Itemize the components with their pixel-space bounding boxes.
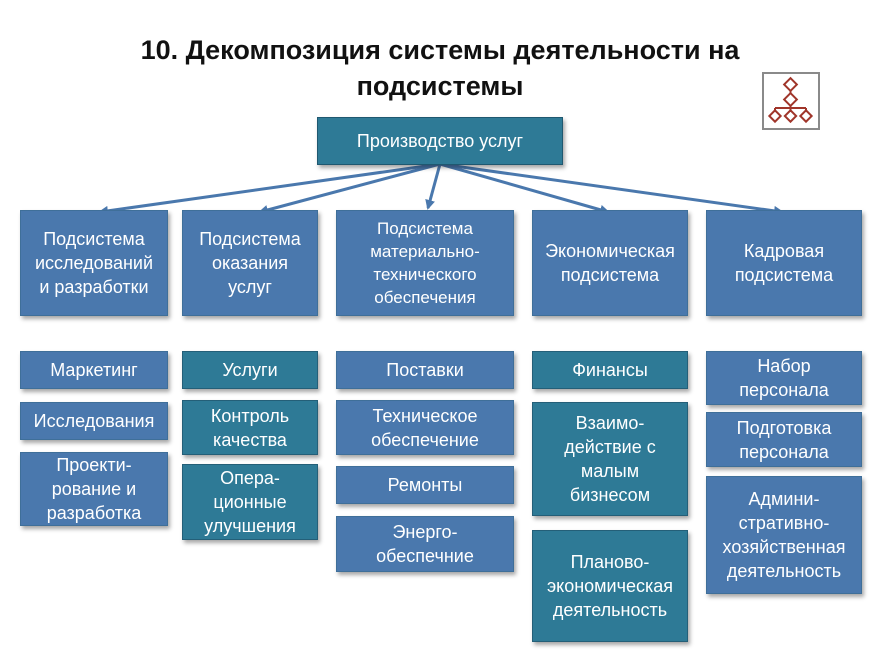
activity-box: Маркетинг — [20, 351, 168, 389]
activity-box: Планово- экономическая деятельность — [532, 530, 688, 642]
activity-box: Услуги — [182, 351, 318, 389]
activity-label: Взаимо- действие с малым бизнесом — [564, 413, 656, 505]
activity-box: Техническое обеспечение — [336, 400, 514, 455]
activity-box: Ремонты — [336, 466, 514, 504]
activity-label: Маркетинг — [50, 360, 138, 380]
activity-box: Набор персонала — [706, 351, 862, 405]
subsystem-box: Экономическая подсистема — [532, 210, 688, 316]
subsystem-label: Экономическая подсистема — [545, 241, 675, 285]
subsystem-box: Подсистема исследований и разработки — [20, 210, 168, 316]
title-line-1: 10. Декомпозиция системы деятельности на — [140, 35, 740, 65]
activity-label: Исследования — [33, 411, 155, 431]
activity-label: Опера- ционные улучшения — [204, 468, 296, 536]
activity-box: Опера- ционные улучшения — [182, 464, 318, 540]
activity-label: Поставки — [386, 360, 464, 380]
title-line-2: подсистемы — [356, 71, 524, 101]
activity-box: Поставки — [336, 351, 514, 389]
subsystem-label: Подсистема исследований и разработки — [34, 229, 154, 297]
activity-box: Проекти- рование и разработка — [20, 452, 168, 526]
arrow-to-subsystem-5 — [439, 162, 784, 216]
root-node-label: Производство услуг — [356, 131, 524, 151]
activity-label: Техническое обеспечение — [371, 405, 479, 450]
activity-label: Админи- стративно- хозяйственная деятель… — [722, 489, 846, 581]
activity-box: Подготовка персонала — [706, 412, 862, 467]
subsystem-box: Кадровая подсистема — [706, 210, 862, 316]
arrow-to-subsystem-3 — [425, 163, 442, 210]
activity-label: Подготовка персонала — [736, 417, 832, 462]
subsystem-label: Подсистема материально- технического обе… — [370, 219, 480, 307]
hierarchy-logo-icon — [762, 72, 820, 130]
page-title: 10. Декомпозиция системы деятельности на… — [60, 32, 820, 104]
activity-box: Энерго- обеспечние — [336, 516, 514, 572]
activity-label: Проекти- рование и разработка — [46, 455, 142, 523]
activity-box: Взаимо- действие с малым бизнесом — [532, 402, 688, 516]
activity-box: Исследования — [20, 402, 168, 440]
activity-label: Планово- экономическая деятельность — [546, 552, 674, 620]
arrow-to-subsystem-1 — [98, 162, 441, 216]
activity-box: Админи- стративно- хозяйственная деятель… — [706, 476, 862, 594]
activity-box: Финансы — [532, 351, 688, 389]
activity-label: Энерго- обеспечние — [376, 522, 474, 566]
activity-label: Ремонты — [387, 475, 463, 495]
activity-label: Контроль качества — [210, 405, 290, 450]
subsystem-box: Подсистема оказания услуг — [182, 210, 318, 316]
activity-box: Контроль качества — [182, 400, 318, 455]
root-node-box: Производство услуг — [317, 117, 563, 165]
subsystem-label: Подсистема оказания услуг — [199, 229, 301, 297]
subsystem-box: Подсистема материально- технического обе… — [336, 210, 514, 316]
activity-label: Услуги — [222, 360, 278, 380]
activity-label: Набор персонала — [739, 356, 829, 400]
subsystem-label: Кадровая подсистема — [734, 241, 834, 285]
arrow-to-subsystem-4 — [439, 162, 610, 215]
activity-label: Финансы — [572, 360, 648, 380]
arrow-to-subsystem-2 — [258, 162, 441, 215]
